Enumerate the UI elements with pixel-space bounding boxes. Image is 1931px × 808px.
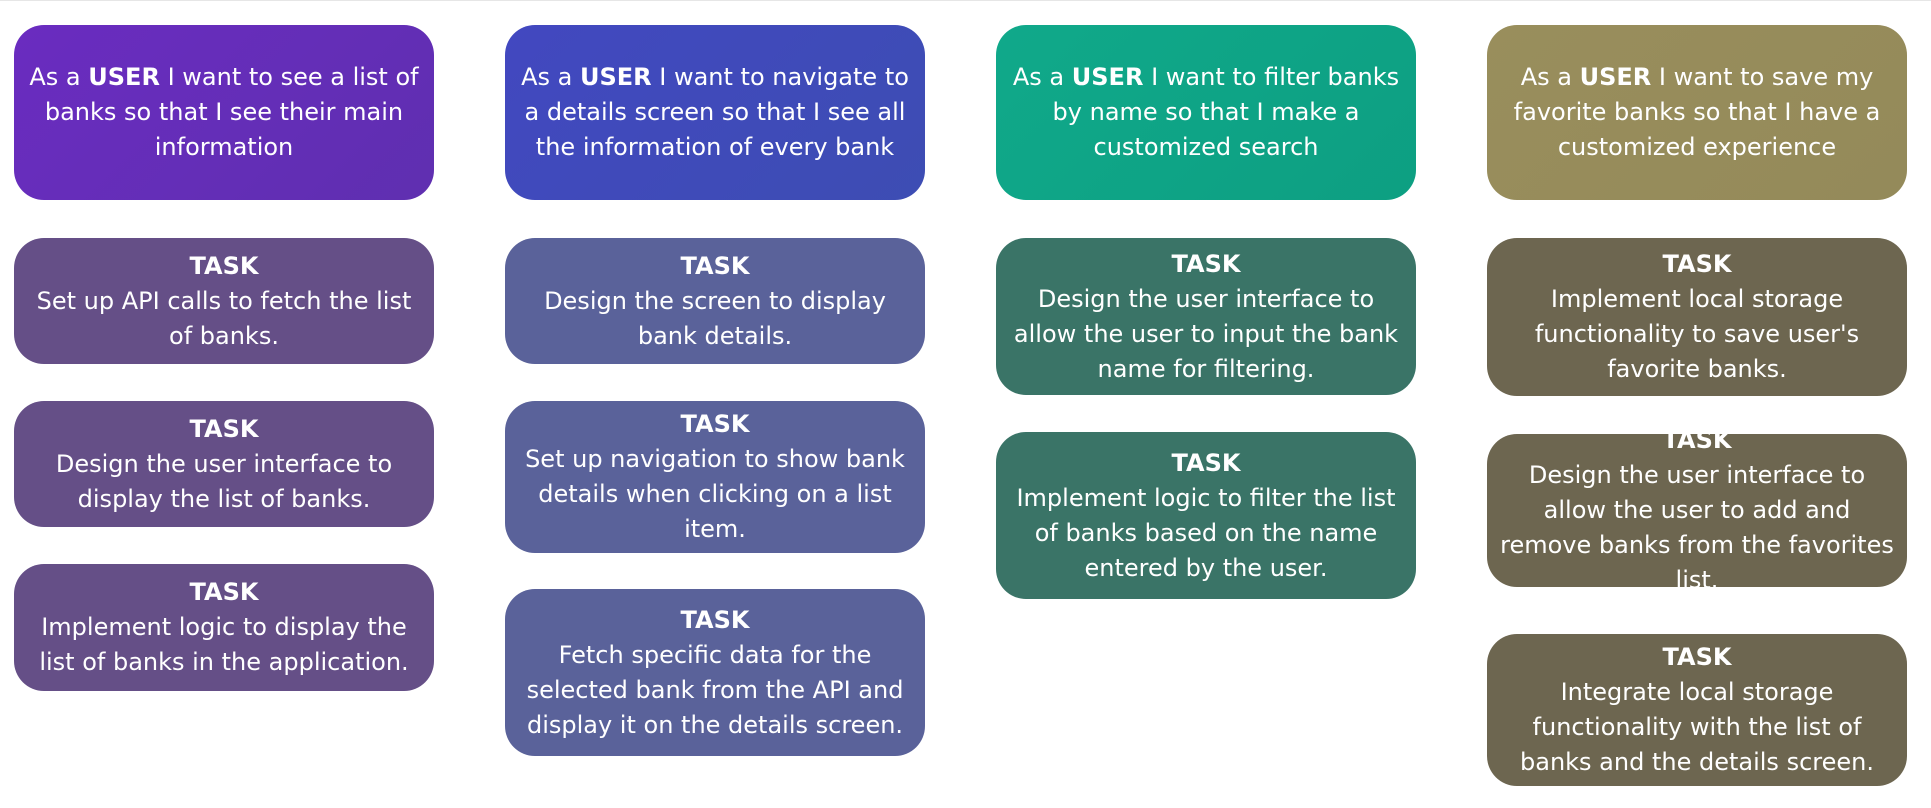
story-role: USER: [579, 63, 652, 91]
task-title: TASK: [1662, 643, 1732, 671]
task-title: TASK: [1171, 249, 1241, 278]
story-body: I want to see a list of banks so that I …: [44, 63, 419, 161]
task-text: Implement local storage functionality to…: [1534, 285, 1860, 383]
story-body: I want to navigate to a details screen s…: [524, 63, 909, 161]
story-role: USER: [1579, 63, 1652, 91]
task-text: Fetch specific data for the selected ban…: [526, 640, 904, 739]
column-2: As a USER I want to navigate to a detail…: [505, 0, 925, 808]
story-role: USER: [88, 63, 160, 91]
task-text: Set up navigation to show bank details w…: [525, 445, 905, 543]
user-story-card[interactable]: As a USER I want to navigate to a detail…: [505, 25, 925, 200]
task-card[interactable]: TASK Implement local storage functionali…: [1487, 238, 1907, 396]
story-prefix: As a: [1520, 63, 1572, 91]
task-title: TASK: [189, 578, 259, 606]
user-story-card[interactable]: As a USER I want to save my favorite ban…: [1487, 25, 1907, 200]
user-story-card[interactable]: As a USER I want to see a list of banks …: [14, 25, 434, 200]
user-story-text: As a USER I want to navigate to a detail…: [515, 60, 915, 165]
task-text: Design the user interface to allow the u…: [1500, 461, 1894, 594]
task-title: TASK: [680, 251, 750, 280]
task-card[interactable]: TASK Set up API calls to fetch the list …: [14, 238, 434, 364]
task-card[interactable]: TASK Integrate local storage functionali…: [1487, 634, 1907, 786]
story-body: I want to save my favorite banks so that…: [1513, 63, 1881, 161]
task-card[interactable]: TASK Implement logic to display the list…: [14, 564, 434, 691]
task-title: TASK: [189, 414, 259, 443]
user-story-text: As a USER I want to see a list of banks …: [24, 60, 424, 165]
task-title: TASK: [680, 605, 750, 634]
user-story-card[interactable]: As a USER I want to filter banks by name…: [996, 25, 1416, 200]
task-text: Integrate local storage functionality wi…: [1520, 678, 1874, 776]
story-prefix: As a: [521, 63, 573, 91]
task-text: Design the user interface to allow the u…: [1013, 284, 1399, 383]
task-title: TASK: [1662, 426, 1732, 454]
task-text: Implement logic to display the list of b…: [39, 613, 409, 676]
top-divider: [0, 0, 1931, 1]
task-title: TASK: [189, 251, 259, 280]
task-card[interactable]: TASK Implement logic to filter the list …: [996, 432, 1416, 599]
task-card[interactable]: TASK Design the user interface to allow …: [996, 238, 1416, 395]
task-title: TASK: [1662, 250, 1732, 278]
task-text: Implement logic to filter the list of ba…: [1016, 483, 1396, 582]
story-prefix: As a: [29, 63, 81, 91]
task-card[interactable]: TASK Fetch specific data for the selecte…: [505, 589, 925, 756]
story-role: USER: [1071, 63, 1144, 91]
task-title: TASK: [1171, 448, 1241, 477]
user-story-text: As a USER I want to filter banks by name…: [1006, 60, 1406, 165]
task-title: TASK: [680, 410, 750, 438]
column-3: As a USER I want to filter banks by name…: [996, 0, 1416, 808]
user-story-text: As a USER I want to save my favorite ban…: [1497, 60, 1897, 165]
task-text: Design the user interface to display the…: [55, 449, 393, 513]
task-card[interactable]: TASK Design the user interface to allow …: [1487, 426, 1907, 594]
column-1: As a USER I want to see a list of banks …: [14, 0, 434, 808]
story-prefix: As a: [1012, 63, 1065, 91]
story-body: I want to filter banks by name so that I…: [1052, 63, 1400, 161]
task-card[interactable]: TASK Design the user interface to displa…: [14, 401, 434, 527]
task-text: Set up API calls to fetch the list of ba…: [36, 286, 412, 350]
task-card[interactable]: TASK Design the screen to display bank d…: [505, 238, 925, 364]
column-4: As a USER I want to save my favorite ban…: [1487, 0, 1907, 808]
task-card[interactable]: TASK Set up navigation to show bank deta…: [505, 401, 925, 553]
task-text: Design the screen to display bank detail…: [544, 286, 886, 350]
